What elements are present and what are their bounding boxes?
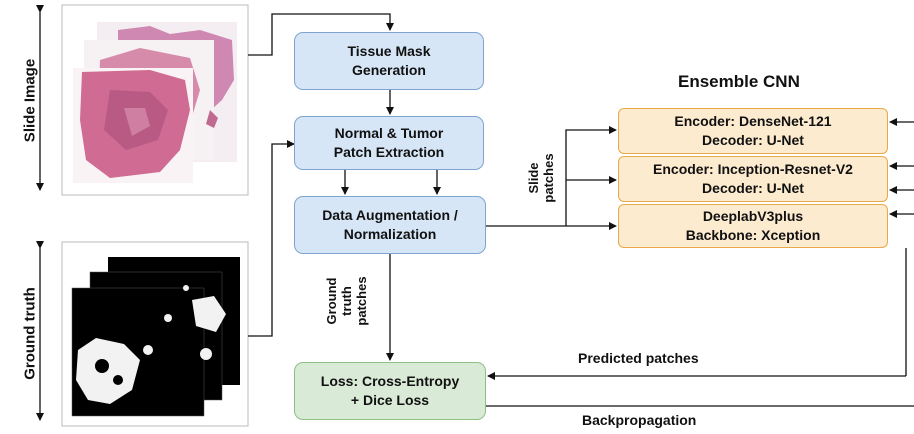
backpropagation-label: Backpropagation xyxy=(582,412,697,428)
model-densenet-decoder: Decoder: U-Net xyxy=(702,132,804,148)
ground-truth-patches-label: Ground truth patches xyxy=(324,266,370,336)
augmentation-line1: Data Augmentation / xyxy=(322,207,458,223)
model-inception-encoder: Encoder: Inception-Resnet-V2 xyxy=(653,161,853,177)
model-deeplab-box: DeeplabV3plus Backbone: Xception xyxy=(618,204,888,248)
model-deeplab-backbone: Backbone: Xception xyxy=(685,227,821,243)
model-deeplab-name: DeeplabV3plus xyxy=(702,208,804,224)
slide-patches-label: Slide patches xyxy=(526,148,558,208)
gt-patches-line2: truth xyxy=(339,286,354,316)
ensemble-title: Ensemble CNN xyxy=(678,72,800,91)
ground-truth-stack xyxy=(61,241,249,427)
augmentation-line2: Normalization xyxy=(343,226,437,242)
model-densenet-box: Encoder: DenseNet-121 Decoder: U-Net xyxy=(618,108,888,154)
patch-extraction-line2: Patch Extraction xyxy=(333,144,445,160)
model-inception-decoder: Decoder: U-Net xyxy=(702,180,804,196)
loss-line2: + Dice Loss xyxy=(350,392,430,408)
ground-truth-label: Ground truth xyxy=(21,287,39,380)
slide-patches-to-model1 xyxy=(565,126,617,226)
slide-to-mask-arrow xyxy=(248,13,394,56)
slide-patches-line2: patches xyxy=(541,153,556,203)
slide-image-stack xyxy=(61,4,249,196)
model-inception-box: Encoder: Inception-Resnet-V2 Decoder: U-… xyxy=(618,156,888,202)
gt-patches-line3: patches xyxy=(354,276,369,326)
slide-image-label: Slide Image xyxy=(21,58,39,143)
tissue-mask-line1: Tissue Mask xyxy=(347,43,431,59)
augmentation-box: Data Augmentation / Normalization xyxy=(294,196,486,254)
patch-extraction-box: Normal & Tumor Patch Extraction xyxy=(294,116,484,170)
tissue-mask-line2: Generation xyxy=(352,62,426,78)
patch-extraction-line1: Normal & Tumor xyxy=(334,125,444,141)
slide-patches-line1: Slide xyxy=(526,162,541,194)
ground-truth-to-extraction-arrow xyxy=(248,140,295,337)
predicted-patches-label: Predicted patches xyxy=(578,350,699,366)
model-densenet-encoder: Encoder: DenseNet-121 xyxy=(674,113,832,129)
tissue-mask-box: Tissue Mask Generation xyxy=(294,32,484,90)
loss-line1: Loss: Cross-Entropy xyxy=(320,373,460,389)
loss-box: Loss: Cross-Entropy + Dice Loss xyxy=(294,362,486,420)
gt-patches-line1: Ground xyxy=(324,277,339,325)
